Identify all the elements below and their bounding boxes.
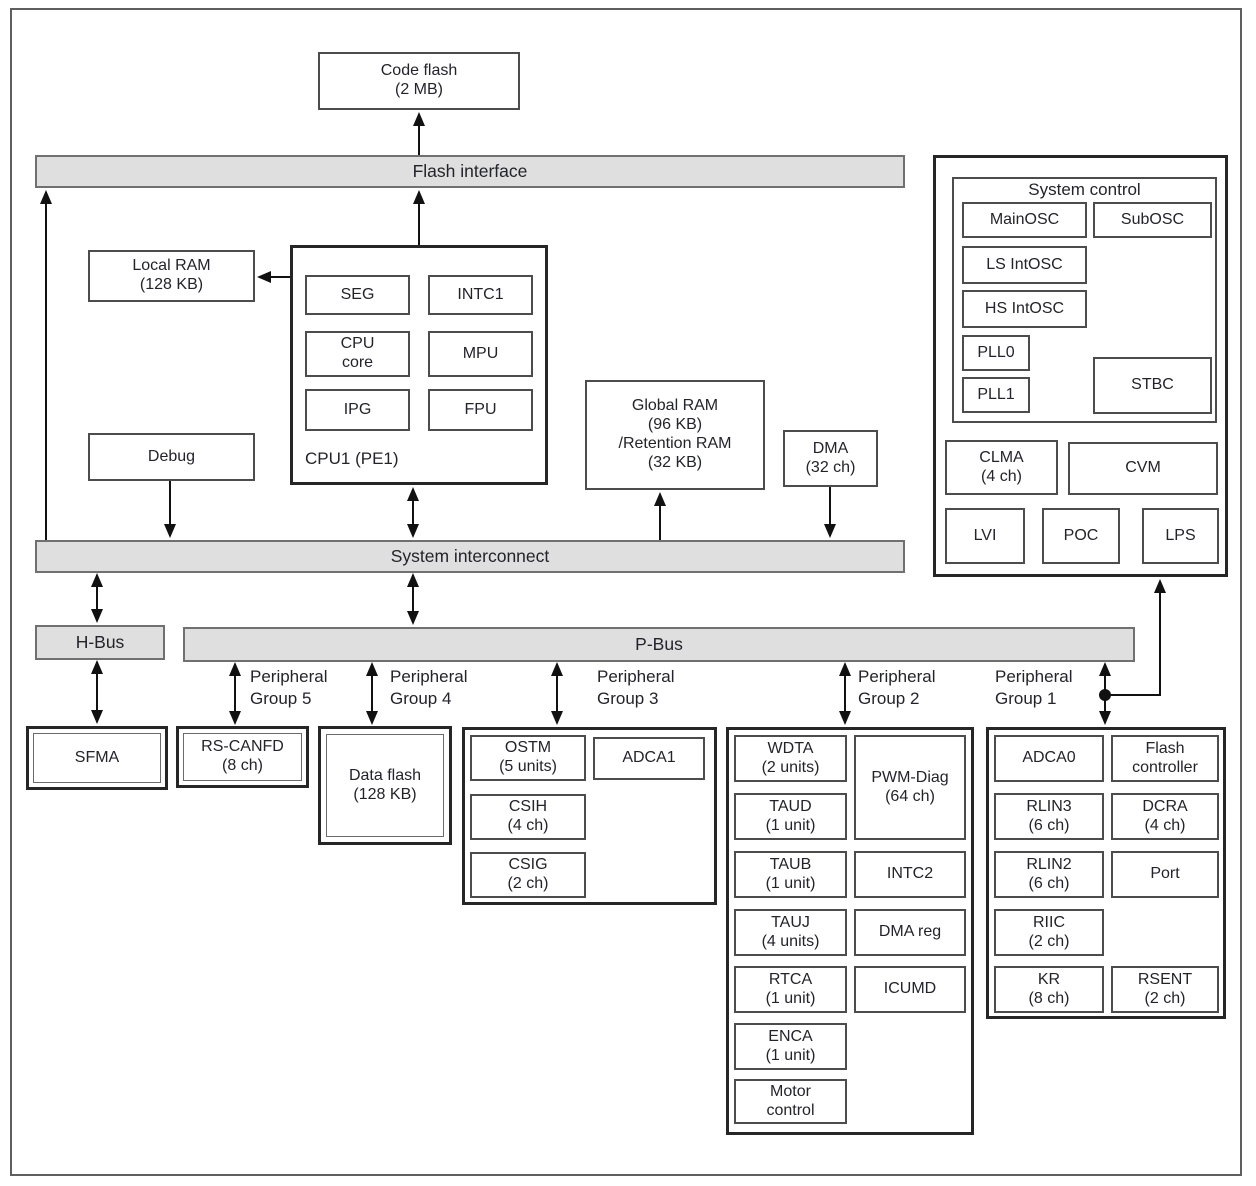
diagram-frame xyxy=(10,8,1242,1176)
ipg-box: IPG xyxy=(305,389,410,431)
port-box: Port xyxy=(1111,851,1219,898)
motor-control-box: Motor control xyxy=(734,1079,847,1124)
riic-box: RIIC (2 ch) xyxy=(994,909,1104,956)
global-ram-box: Global RAM (96 KB) /Retention RAM (32 KB… xyxy=(585,380,765,490)
mpu-box: MPU xyxy=(428,331,533,377)
adca1-box: ADCA1 xyxy=(593,737,705,780)
data-flash-box: Data flash (128 KB) xyxy=(326,734,444,837)
mainosc-box: MainOSC xyxy=(962,202,1087,238)
tauj-box: TAUJ (4 units) xyxy=(734,909,847,956)
intc2-box: INTC2 xyxy=(854,851,966,898)
ls-intosc-box: LS IntOSC xyxy=(962,246,1087,284)
subosc-box: SubOSC xyxy=(1093,202,1212,238)
seg-box: SEG xyxy=(305,275,410,315)
dma-box: DMA (32 ch) xyxy=(783,430,878,487)
p-bus: P-Bus xyxy=(183,627,1135,662)
cvm-box: CVM xyxy=(1068,442,1218,495)
peripheral-group-3-label: Peripheral Group 3 xyxy=(597,667,675,708)
fpu-box: FPU xyxy=(428,389,533,431)
lps-box: LPS xyxy=(1142,508,1219,564)
peripheral-group-4-label: Peripheral Group 4 xyxy=(390,667,468,708)
pll0-box: PLL0 xyxy=(962,335,1030,371)
wdta-box: WDTA (2 units) xyxy=(734,735,847,782)
h-bus: H-Bus xyxy=(35,625,165,660)
lvi-box: LVI xyxy=(945,508,1025,564)
icumd-box: ICUMD xyxy=(854,966,966,1013)
clma-box: CLMA (4 ch) xyxy=(945,440,1058,495)
code-flash-box: Code flash (2 MB) xyxy=(318,52,520,110)
dma-reg-box: DMA reg xyxy=(854,909,966,956)
rlin3-box: RLIN3 (6 ch) xyxy=(994,793,1104,840)
poc-box: POC xyxy=(1042,508,1120,564)
pwm-diag-box: PWM-Diag (64 ch) xyxy=(854,735,966,840)
adca0-box: ADCA0 xyxy=(994,735,1104,782)
rtca-box: RTCA (1 unit) xyxy=(734,966,847,1013)
peripheral-group-5-label: Peripheral Group 5 xyxy=(250,667,328,708)
pll1-box: PLL1 xyxy=(962,377,1030,413)
cpu1-label: CPU1 (PE1) xyxy=(305,449,399,468)
local-ram-box: Local RAM (128 KB) xyxy=(88,250,255,302)
csih-box: CSIH (4 ch) xyxy=(470,794,586,840)
enca-box: ENCA (1 unit) xyxy=(734,1023,847,1070)
taud-box: TAUD (1 unit) xyxy=(734,793,847,840)
rlin2-box: RLIN2 (6 ch) xyxy=(994,851,1104,898)
flash-interface-bus: Flash interface xyxy=(35,155,905,188)
stbc-box: STBC xyxy=(1093,357,1212,414)
sfma-box: SFMA xyxy=(33,733,161,783)
cpu-core-box: CPU core xyxy=(305,331,410,377)
rs-canfd-box: RS-CANFD (8 ch) xyxy=(183,733,302,781)
system-control-title: System control xyxy=(1028,180,1141,199)
ostm-box: OSTM (5 units) xyxy=(470,735,586,781)
taub-box: TAUB (1 unit) xyxy=(734,851,847,898)
kr-box: KR (8 ch) xyxy=(994,966,1104,1013)
system-interconnect-bus: System interconnect xyxy=(35,540,905,573)
peripheral-group-1-label: Peripheral Group 1 xyxy=(995,667,1073,708)
csig-box: CSIG (2 ch) xyxy=(470,852,586,898)
flash-controller-box: Flash controller xyxy=(1111,735,1219,782)
rsent-box: RSENT (2 ch) xyxy=(1111,966,1219,1013)
debug-box: Debug xyxy=(88,433,255,481)
dcra-box: DCRA (4 ch) xyxy=(1111,793,1219,840)
peripheral-group-2-label: Peripheral Group 2 xyxy=(858,667,936,708)
hs-intosc-box: HS IntOSC xyxy=(962,290,1087,328)
intc1-box: INTC1 xyxy=(428,275,533,315)
